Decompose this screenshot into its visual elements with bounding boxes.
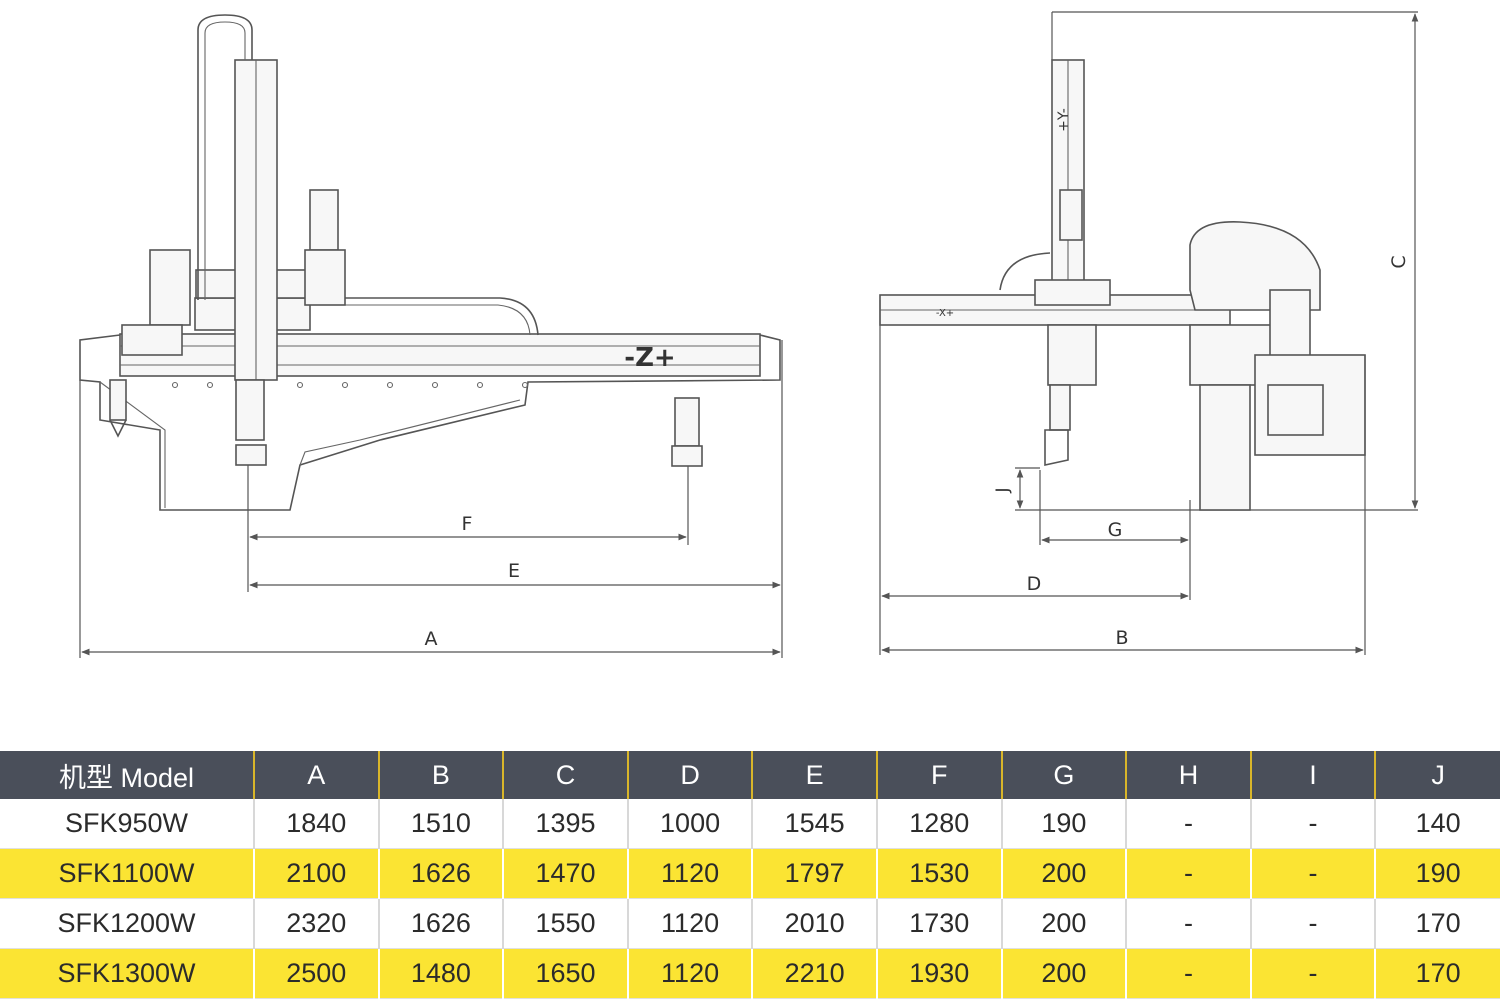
robot-dimension-drawing: -Z+ F E A +Y- -X+ <box>79 11 1419 658</box>
header-d: D <box>626 751 753 799</box>
header-i: I <box>1249 751 1376 799</box>
cell-h: - <box>1125 898 1251 949</box>
dim-label-d: D <box>1027 573 1042 595</box>
cell-f: 1930 <box>875 948 1002 1000</box>
header-e: E <box>751 751 877 799</box>
cell-b: 1510 <box>377 799 504 849</box>
cell-f: 1280 <box>875 799 1002 849</box>
cell-d: 1120 <box>626 848 753 899</box>
dim-label-b: B <box>1115 627 1128 649</box>
cell-model: SFK950W <box>0 799 254 849</box>
dim-label-e: E <box>508 560 520 582</box>
cell-a: 2100 <box>253 848 379 899</box>
cell-i: - <box>1249 898 1376 949</box>
cell-f: 1530 <box>875 848 1002 899</box>
cell-e: 2210 <box>751 948 877 1000</box>
table-header-row: 机型 Model A B C D E F G H I J <box>0 751 1500 799</box>
y-axis-label: +Y- <box>1056 108 1072 132</box>
dim-label-a: A <box>425 628 438 650</box>
cell-g: 200 <box>1000 948 1127 1000</box>
cell-h: - <box>1125 848 1251 899</box>
dim-label-c: C <box>1388 255 1410 268</box>
specification-table: 机型 Model A B C D E F G H I J SFK950W 184… <box>0 751 1500 1000</box>
cell-i: - <box>1249 948 1376 1000</box>
cell-f: 1730 <box>875 898 1002 949</box>
cell-e: 2010 <box>751 898 877 949</box>
header-c: C <box>502 751 628 799</box>
cell-j: 170 <box>1374 898 1500 949</box>
dim-label-j: J <box>993 487 1013 493</box>
cell-c: 1395 <box>502 799 628 849</box>
cell-a: 2320 <box>253 898 379 949</box>
cell-a: 2500 <box>253 948 379 1000</box>
table-row: SFK950W 1840 1510 1395 1000 1545 1280 19… <box>0 799 1500 849</box>
header-g: G <box>1000 751 1127 799</box>
cell-model: SFK1100W <box>0 848 254 899</box>
cell-i: - <box>1249 799 1376 849</box>
cell-h: - <box>1125 948 1251 1000</box>
cell-c: 1650 <box>502 948 628 1000</box>
cell-e: 1545 <box>751 799 877 849</box>
cell-e: 1797 <box>751 848 877 899</box>
cell-j: 190 <box>1374 848 1500 899</box>
x-axis-label: -X+ <box>936 308 954 319</box>
cell-g: 200 <box>1000 848 1127 899</box>
cell-b: 1626 <box>377 848 504 899</box>
cell-g: 190 <box>1000 799 1127 849</box>
header-model: 机型 Model <box>0 751 254 799</box>
cell-b: 1626 <box>377 898 504 949</box>
dim-label-g: G <box>1108 519 1123 541</box>
cell-c: 1550 <box>502 898 628 949</box>
cell-model: SFK1200W <box>0 898 254 949</box>
table-row: SFK1100W 2100 1626 1470 1120 1797 1530 2… <box>0 848 1500 899</box>
cell-a: 1840 <box>253 799 379 849</box>
cell-j: 170 <box>1374 948 1500 1000</box>
header-h: H <box>1125 751 1251 799</box>
cell-h: - <box>1125 799 1251 849</box>
cell-d: 1000 <box>626 799 753 849</box>
cell-c: 1470 <box>502 848 628 899</box>
cell-b: 1480 <box>377 948 504 1000</box>
dim-label-f: F <box>462 513 473 535</box>
cell-j: 140 <box>1374 799 1500 849</box>
cell-g: 200 <box>1000 898 1127 949</box>
header-j: J <box>1374 751 1500 799</box>
header-a: A <box>253 751 379 799</box>
table-row: SFK1300W 2500 1480 1650 1120 2210 1930 2… <box>0 948 1500 1000</box>
header-b: B <box>377 751 504 799</box>
table-row: SFK1200W 2320 1626 1550 1120 2010 1730 2… <box>0 898 1500 949</box>
header-f: F <box>875 751 1002 799</box>
front-view: -Z+ F E A <box>79 14 783 658</box>
cell-model: SFK1300W <box>0 948 254 1000</box>
cell-d: 1120 <box>626 898 753 949</box>
cell-d: 1120 <box>626 948 753 1000</box>
z-axis-label: -Z+ <box>624 343 675 373</box>
cell-i: - <box>1249 848 1376 899</box>
side-view: +Y- -X+ J G D B C <box>879 11 1419 655</box>
